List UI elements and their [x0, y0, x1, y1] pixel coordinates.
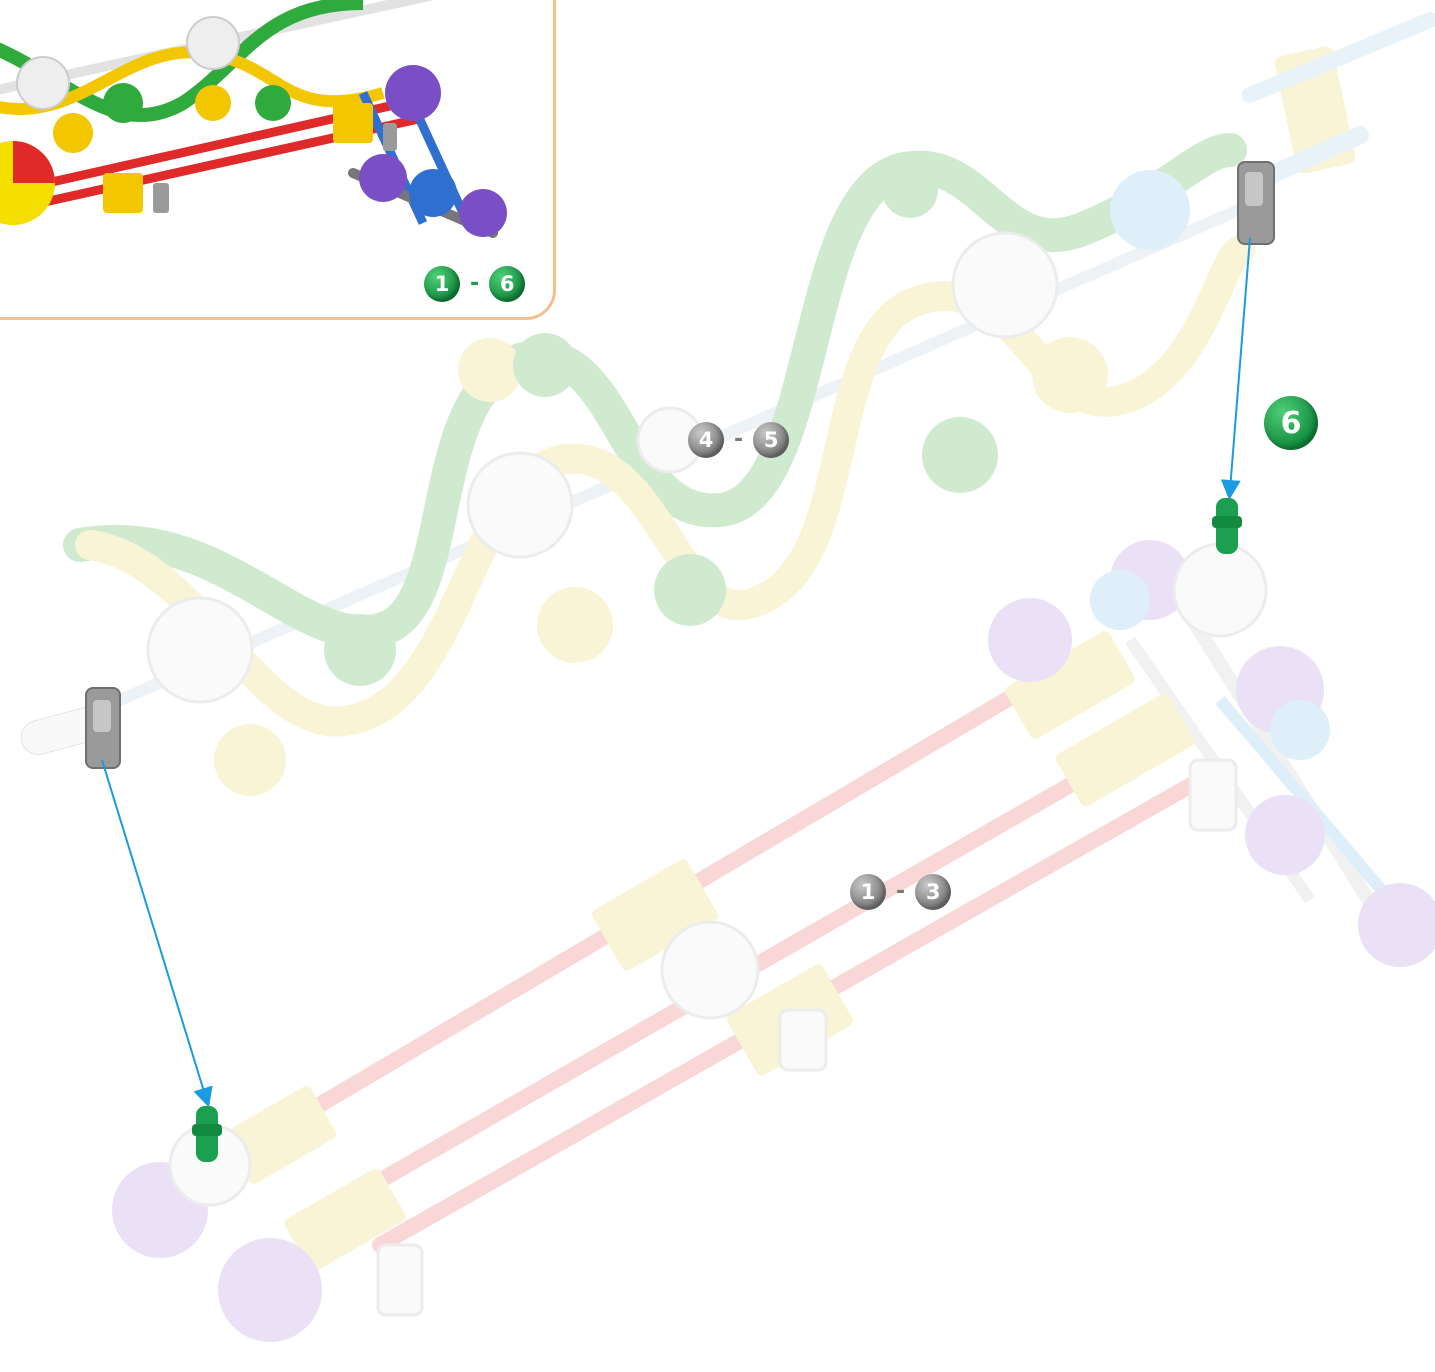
inset-model-illustration [0, 0, 507, 238]
step-6-dot: 6 [1264, 396, 1318, 450]
green-connector-left [192, 1106, 222, 1162]
inset-step-end: 6 [489, 266, 526, 302]
step-1-3-dash: - [896, 879, 906, 904]
arrow-left [101, 759, 213, 1108]
step-4-dot: 4 [688, 422, 724, 458]
green-connector-right [1212, 498, 1242, 554]
completed-model-inset: 1 - 6 [0, 0, 556, 320]
step-badge-1-3: 1 - 3 [850, 874, 952, 910]
clip-right [1237, 161, 1275, 245]
inset-step-dash: - [470, 271, 480, 296]
inset-step-start: 1 [424, 266, 460, 302]
step-4-5-dash: - [734, 427, 744, 452]
step-badge-4-5: 4 - 5 [688, 422, 790, 458]
inset-step-badge: 1 - 6 [424, 266, 526, 302]
step-1-dot: 1 [850, 874, 886, 910]
faded-twist-assembly [20, 12, 1435, 796]
arrow-right [1220, 237, 1251, 500]
step-3-dot: 3 [915, 874, 952, 910]
step-badge-6: 6 [1264, 396, 1318, 450]
step-5-dot: 5 [753, 422, 790, 458]
clip-left [85, 687, 121, 769]
faded-base-assembly [112, 540, 1435, 1342]
